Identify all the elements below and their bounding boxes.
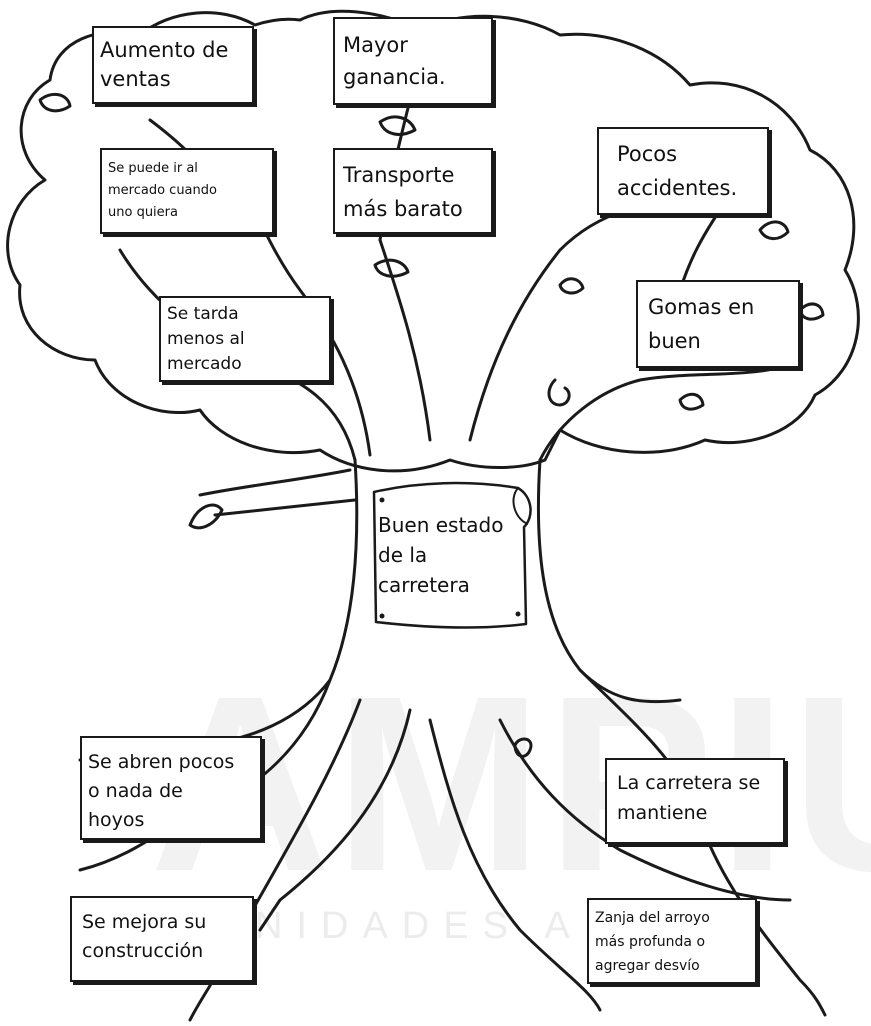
trunk-left xyxy=(198,458,359,747)
box-transporte-mas-barato: Transporte más barato xyxy=(333,148,493,234)
box-mayor-ganancia: Mayor ganancia. xyxy=(333,17,493,105)
box-la-carretera-se-mantiene: La carretera se mantiene xyxy=(605,758,785,844)
box-gomas-en-buen: Gomas en buen xyxy=(636,280,800,368)
box-se-tarda-menos-al-mercado: Se tarda menos al mercado xyxy=(159,296,331,382)
box-se-mejora-su-construccion: Se mejora su construcción xyxy=(70,896,254,982)
box-pocos-accidentes: Pocos accidentes. xyxy=(597,127,769,215)
root-line xyxy=(258,708,412,932)
leaf xyxy=(798,302,825,321)
root-line xyxy=(578,668,827,1017)
leaf xyxy=(188,503,224,530)
sign-shape xyxy=(372,481,532,629)
root-line xyxy=(498,718,792,902)
trunk-sign: Buen estado de la carretera xyxy=(368,472,538,632)
leaf xyxy=(373,258,410,278)
leaf xyxy=(678,392,705,411)
leaf xyxy=(378,115,417,136)
trunk-label: Buen estado de la carretera xyxy=(378,513,504,597)
leaf xyxy=(758,220,790,240)
branch-line xyxy=(378,238,432,442)
leaf xyxy=(558,277,585,295)
side-branch xyxy=(198,468,352,497)
trunk-right xyxy=(536,458,682,704)
box-aumento-de-ventas: Aumento de ventas xyxy=(92,26,254,104)
side-branch xyxy=(213,498,357,517)
leaf xyxy=(38,92,72,113)
branch-line xyxy=(538,358,802,462)
root-line xyxy=(188,698,362,1022)
box-zanja-del-arroyo: Zanja del arroyo más profunda o agregar … xyxy=(587,898,757,984)
branch-line xyxy=(678,208,722,292)
trunk-knot xyxy=(547,378,571,407)
trunk-knot xyxy=(513,737,533,758)
box-se-puede-ir-al-mercado: Se puede ir al mercado cuando uno quiera xyxy=(100,148,274,234)
root-line xyxy=(428,718,602,1012)
canopy-outline xyxy=(6,9,860,473)
box-se-abren-pocos-hoyos: Se abren pocos o nada de hoyos xyxy=(80,736,262,840)
